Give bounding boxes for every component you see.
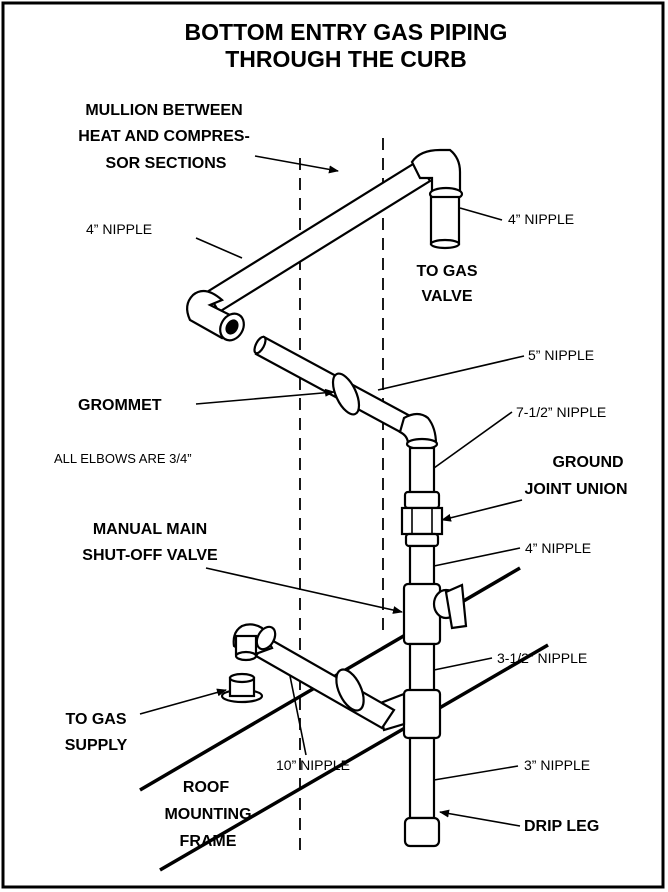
lower-left-down-stub-end [234, 650, 258, 662]
roof-frame-rail-lower [159, 643, 549, 872]
lower-left-elbow-opening [255, 625, 277, 651]
label-drip-leg: DRIP LEG [524, 818, 599, 835]
label-nipple-3in: 3” NIPPLE [524, 757, 590, 773]
label-ground-joint-1: GROUND [552, 454, 623, 471]
label-manual-valve-1: MANUAL MAIN [93, 521, 207, 538]
supply-nipple-assembly [220, 623, 396, 730]
label-nipple-5in: 5” NIPPLE [528, 347, 594, 363]
leader-nipple-3in [433, 765, 519, 781]
leader-ground-joint [441, 499, 523, 522]
label-nipple-10in: 10” NIPPLE [276, 757, 350, 773]
title-line-1: BOTTOM ENTRY GAS PIPING [185, 19, 508, 45]
leader-manual-valve [205, 567, 403, 614]
label-mullion-1: MULLION BETWEEN [85, 102, 242, 119]
leader-drip-leg [439, 809, 521, 827]
gas-supply-stub-top [228, 672, 256, 684]
nipple-10in [254, 636, 396, 730]
label-to-gas-supply-2: SUPPLY [65, 737, 128, 754]
label-nipple-3-5in: 3-1/2” NIPPLE [497, 650, 587, 666]
leader-grommet [195, 388, 335, 405]
label-to-gas-valve-1: TO GAS [416, 263, 477, 280]
tee-fitting [402, 688, 442, 740]
label-to-gas-valve-2: VALVE [422, 288, 473, 305]
label-to-gas-supply-1: TO GAS [65, 711, 126, 728]
nipple-3-5in [408, 642, 436, 696]
label-nipple-4in-top-left: 4” NIPPLE [86, 221, 152, 237]
label-ground-joint-2: JOINT UNION [524, 481, 627, 498]
vertical-riser [376, 446, 468, 848]
drip-leg-cap [403, 816, 441, 848]
label-roof-frame-2: MOUNTING [164, 806, 251, 823]
leader-nipple-4in-top-left [195, 237, 243, 259]
mid-elbow [398, 412, 438, 446]
nipple-4in-mid [408, 544, 436, 588]
leader-nipple-4in-top-right [459, 207, 503, 221]
nipple-3in [408, 736, 436, 820]
label-nipple-4in-mid: 4” NIPPLE [525, 540, 591, 556]
grommet-nipple-assembly [253, 335, 439, 451]
leader-nipple-7-5in [433, 411, 513, 469]
leader-mullion [254, 155, 339, 174]
label-roof-frame-3: FRAME [180, 833, 237, 850]
ground-joint-union-bottom [404, 532, 440, 548]
top-pipe-assembly [186, 148, 464, 342]
label-roof-frame-1: ROOF [183, 779, 229, 796]
shut-off-valve-handle [444, 583, 468, 630]
nipple-5in-end [253, 335, 267, 355]
ground-joint-union-body [400, 506, 444, 536]
label-all-elbows: ALL ELBOWS ARE 3/4” [54, 451, 192, 466]
label-mullion-3: SOR SECTIONS [106, 155, 227, 172]
leader-lines [139, 155, 525, 827]
label-nipple-7-5in: 7-1/2” NIPPLE [516, 404, 606, 420]
top-4in-nipple [205, 159, 432, 314]
leader-nipple-3-5in [433, 657, 493, 671]
leader-nipple-4in-mid [433, 547, 521, 567]
to-gas-valve-nipple [429, 195, 461, 246]
label-mullion-2: HEAT AND COMPRES- [78, 128, 250, 145]
label-grommet: GROMMET [78, 397, 162, 414]
to-gas-valve-nipple-end [429, 238, 461, 250]
top-left-elbow-bore [225, 319, 239, 335]
leader-to-gas-supply [139, 688, 227, 715]
label-manual-valve-2: SHUT-OFF VALVE [82, 547, 218, 564]
leader-nipple-5in [377, 355, 525, 391]
leader-nipple-10in [289, 675, 307, 756]
label-nipple-4in-top-right: 4” NIPPLE [508, 211, 574, 227]
ground-joint-union-top [403, 490, 441, 510]
grommet-ring [331, 372, 361, 416]
title-line-2: THROUGH THE CURB [225, 46, 467, 72]
lower-grommet-ring [335, 668, 365, 712]
shut-off-valve-body [402, 582, 442, 646]
labels: MULLION BETWEEN HEAT AND COMPRES- SOR SE… [54, 102, 628, 850]
top-right-elbow [410, 148, 462, 198]
